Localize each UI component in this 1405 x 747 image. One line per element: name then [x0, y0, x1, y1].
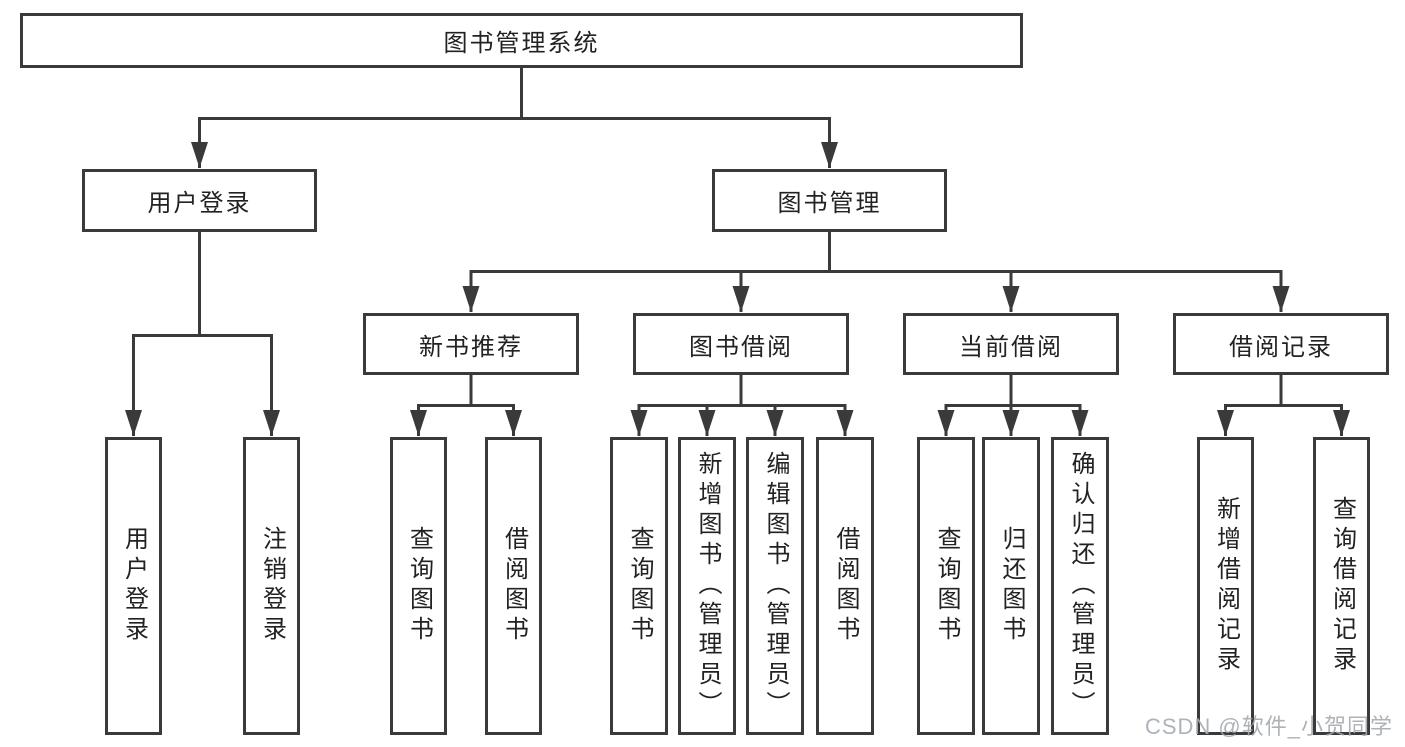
leaf-user-login: 用户登录: [105, 437, 162, 735]
leaf-add-borrow-record-label: 新增借阅记录: [1212, 496, 1240, 676]
leaf-return-books-label: 归还图书: [998, 526, 1025, 646]
connector-bookborrow-to-leaves: [639, 375, 845, 407]
leaf-return-books: 归还图书: [982, 437, 1040, 735]
leaf-add-books-admin: 新增图书（管理员）: [678, 437, 736, 735]
leaf-query-borrow-record: 查询借阅记录: [1313, 437, 1370, 735]
leaf-borrow-books-1-label: 借阅图书: [500, 526, 528, 646]
connector-records-to-leaves: [1225, 375, 1342, 407]
leaf-query-books-1-label: 查询图书: [405, 526, 433, 646]
node-root: 图书管理系统: [20, 13, 1023, 68]
leaf-confirm-return-admin-label: 确认归还（管理员）: [1067, 451, 1094, 721]
connector-bookmgmt-to-level3: [471, 232, 1281, 273]
node-book-borrowing-label: 图书借阅: [689, 333, 793, 361]
leaf-query-books-2-label: 查询图书: [626, 526, 653, 646]
leaf-edit-books-admin: 编辑图书（管理员）: [746, 437, 804, 735]
leaf-logout-login-label: 注销登录: [258, 526, 286, 646]
csdn-watermark: CSDN @软件_小贺同学: [1144, 714, 1393, 739]
leaf-logout-login: 注销登录: [243, 437, 300, 735]
connector-currentborrow-to-leaves: [946, 375, 1080, 407]
node-borrowing-records-label: 借阅记录: [1229, 333, 1333, 361]
node-root-label: 图书管理系统: [443, 30, 600, 57]
node-user-login-label: 用户登录: [147, 190, 252, 217]
node-new-book-recommend: 新书推荐: [363, 313, 579, 375]
node-current-borrowing: 当前借阅: [903, 313, 1119, 375]
leaf-borrow-books-1: 借阅图书: [485, 437, 542, 735]
leaf-query-books-1: 查询图书: [390, 437, 447, 735]
node-book-management: 图书管理: [712, 169, 947, 232]
leaf-confirm-return-admin: 确认归还（管理员）: [1051, 437, 1109, 735]
node-book-borrowing: 图书借阅: [633, 313, 849, 375]
leaf-query-borrow-record-label: 查询借阅记录: [1328, 496, 1356, 676]
node-current-borrowing-label: 当前借阅: [959, 333, 1063, 361]
leaf-borrow-books-2: 借阅图书: [816, 437, 874, 735]
leaf-query-books-2: 查询图书: [610, 437, 668, 735]
leaf-query-books-3: 查询图书: [917, 437, 975, 735]
node-new-book-recommend-label: 新书推荐: [419, 333, 523, 361]
node-borrowing-records: 借阅记录: [1173, 313, 1389, 375]
leaf-borrow-books-2-label: 借阅图书: [832, 526, 859, 646]
leaf-user-login-label: 用户登录: [120, 526, 148, 646]
node-book-management-label: 图书管理: [777, 190, 882, 217]
leaf-query-books-3-label: 查询图书: [933, 526, 960, 646]
leaf-add-borrow-record: 新增借阅记录: [1197, 437, 1254, 735]
connector-root-to-level2: [199, 68, 830, 120]
leaf-add-books-admin-label: 新增图书（管理员）: [694, 451, 721, 721]
node-user-login: 用户登录: [82, 169, 317, 232]
connector-newbook-to-leaves: [418, 375, 514, 407]
leaf-edit-books-admin-label: 编辑图书（管理员）: [762, 451, 789, 721]
connector-userlogin-to-leaves: [133, 232, 272, 337]
